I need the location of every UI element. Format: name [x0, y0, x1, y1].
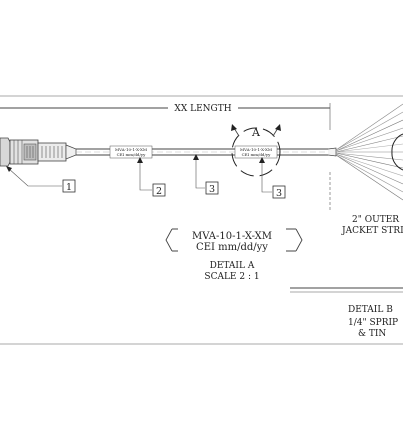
wire-fanout [327, 103, 403, 201]
detail-a-print-line1: MVA-10-1-X-XM [192, 231, 272, 242]
callout-3b: 3 [259, 157, 286, 199]
length-label: XX LENGTH [174, 104, 231, 114]
callout-3a-label: 2 [156, 186, 162, 197]
detail-a-view: MVA-10-1-X-XM CEI mm/dd/yy DETAIL A SCAL… [165, 226, 303, 282]
callout-1: 1 [6, 166, 76, 193]
detail-b-line1: 1/4" SPRIP [348, 318, 398, 328]
callout-2-label: 3 [209, 184, 215, 195]
detail-a-marker: A [251, 126, 261, 139]
detail-b-title: DETAIL B [348, 305, 393, 315]
length-dimension: XX LENGTH [0, 103, 331, 130]
jacket-strip-line2: JACKET STRI [341, 226, 403, 236]
print-mark-detail-line2: CEI mm/dd/yy [242, 152, 271, 157]
cable-print-mark: MVA-10-1-X-XM CEI mm/dd/yy [109, 145, 153, 159]
cable-print-mark-detail: MVA-10-1-X-XM CEI mm/dd/yy [234, 145, 278, 159]
callout-3a: 2 [137, 157, 166, 197]
detail-b-view: DETAIL B 1/4" SPRIP & TIN [290, 287, 403, 339]
detail-a-title: DETAIL A [210, 261, 255, 271]
detail-a-circle: A [231, 124, 281, 177]
jacket-strip-dimension: 2" OUTER JACKET STRI [329, 172, 403, 236]
callout-3b-label: 3 [276, 188, 282, 199]
print-mark-detail-line1: MVA-10-1-X-XM [240, 147, 272, 152]
detail-a-scale: SCALE 2 : 1 [204, 272, 259, 282]
print-mark-line2: CEI mm/dd/yy [117, 152, 146, 157]
jacket-strip-line1: 2" OUTER [352, 215, 399, 225]
connector [0, 137, 77, 167]
callout-2: 3 [193, 154, 219, 195]
print-mark-line1: MVA-10-1-X-XM [115, 147, 147, 152]
detail-a-print-line2: CEI mm/dd/yy [196, 242, 268, 253]
detail-b-line2: & TIN [358, 329, 386, 339]
callout-1-label: 1 [66, 182, 72, 193]
